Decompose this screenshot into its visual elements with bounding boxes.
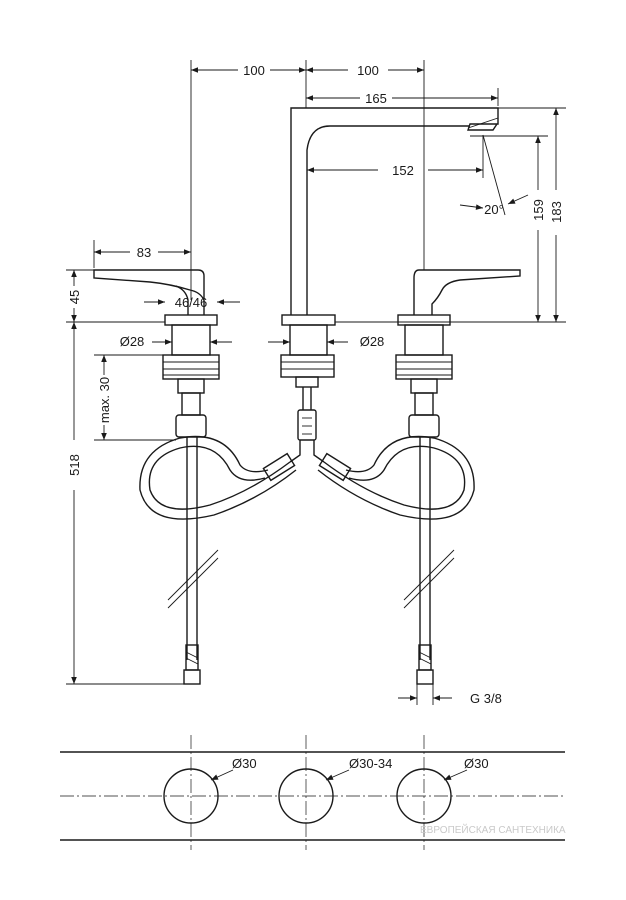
centerlines bbox=[60, 735, 565, 850]
dim-152: 152 bbox=[392, 163, 414, 178]
hole-center-label: Ø30-34 bbox=[349, 756, 392, 771]
break-marks bbox=[167, 549, 455, 609]
dim-d28-left: Ø28 bbox=[120, 334, 145, 349]
dimension-lines bbox=[66, 60, 566, 705]
left-valve bbox=[93, 269, 220, 685]
dim-183: 183 bbox=[549, 201, 564, 223]
watermark: ЕВРОПЕЙСКАЯ САНТЕХНИКА bbox=[420, 823, 566, 836]
dim-159: 159 bbox=[531, 199, 546, 221]
dim-165: 165 bbox=[365, 91, 387, 106]
dim-100-right: 100 bbox=[357, 63, 379, 78]
hole-center bbox=[278, 768, 334, 824]
dim-max30: max. 30 bbox=[97, 377, 112, 423]
center-spout bbox=[280, 107, 499, 463]
hoses bbox=[139, 435, 475, 520]
hole-right bbox=[396, 768, 452, 824]
dimension-labels: 100 100 165 152 20° 159 183 83 45 46/46 … bbox=[67, 63, 564, 706]
deck-hole-pattern: Ø30 Ø30-34 Ø30 bbox=[60, 751, 565, 841]
hole-right-label: Ø30 bbox=[464, 756, 489, 771]
dim-100-left: 100 bbox=[243, 63, 265, 78]
dim-20deg: 20° bbox=[484, 202, 504, 217]
dim-45: 45 bbox=[67, 290, 82, 304]
dim-g38: G 3/8 bbox=[470, 691, 502, 706]
hole-left bbox=[163, 768, 219, 824]
watermark-text: ЕВРОПЕЙСКАЯ САНТЕХНИКА bbox=[420, 823, 566, 836]
dim-83: 83 bbox=[137, 245, 151, 260]
dim-d28-right: Ø28 bbox=[360, 334, 385, 349]
dim-518: 518 bbox=[67, 454, 82, 476]
hole-left-label: Ø30 bbox=[232, 756, 257, 771]
right-valve bbox=[395, 269, 521, 685]
dim-46-46: 46/46 bbox=[175, 295, 208, 310]
